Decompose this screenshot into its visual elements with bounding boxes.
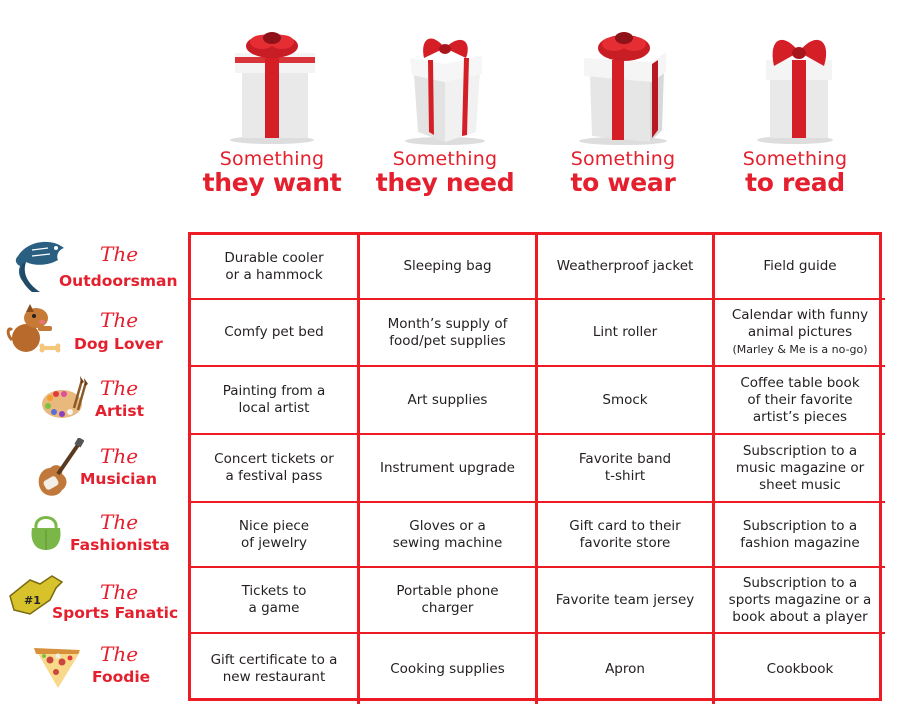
row-prefix: The [100, 444, 139, 468]
table-cell: Gift certificate to a new restaurant [191, 634, 360, 704]
gift-box-bow-tie-icon [405, 38, 485, 145]
row-prefix: The [100, 642, 139, 666]
foam-finger-icon: #1 [9, 575, 64, 615]
table-cell: Art supplies [360, 367, 538, 435]
column-subtitle: Something [219, 148, 325, 170]
gift-box-bow-tie-icon [757, 39, 833, 144]
table-cell: Apron [538, 634, 715, 704]
cell-note: (Marley & Me is a no-go) [732, 343, 868, 356]
row-prefix: The [100, 242, 139, 266]
table-cell: Comfy pet bed [191, 300, 360, 367]
handbag-icon [31, 516, 61, 550]
svg-text:#1: #1 [24, 594, 41, 607]
table-cell: Instrument upgrade [360, 435, 538, 503]
row-prefix: The [100, 376, 139, 400]
column-subtitle: Something [742, 148, 848, 170]
column-header-wear: Something to wear [538, 20, 708, 196]
column-header-want: Something they want [187, 20, 357, 196]
gift-guide-table: Durable cooler or a hammock Sleeping bag… [188, 232, 885, 704]
table-cell: Painting from a local artist [191, 367, 360, 435]
row-title: Foodie [92, 668, 151, 686]
pizza-slice-icon [34, 648, 80, 688]
row-title: Fashionista [70, 536, 170, 554]
paint-palette-icon [42, 376, 88, 418]
fish-icon [15, 241, 64, 292]
table-cell: Month’s supply of food/pet supplies [360, 300, 538, 367]
column-title: to read [745, 168, 845, 197]
table-cell: Cooking supplies [360, 634, 538, 704]
row-title: Outdoorsman [59, 272, 178, 290]
table-cell: Weatherproof jacket [538, 235, 715, 300]
table-cell: Coffee table book of their favorite arti… [715, 367, 885, 435]
dog-icon [6, 304, 61, 353]
table-cell: Favorite team jersey [538, 568, 715, 634]
table-cell: Portable phone charger [360, 568, 538, 634]
row-label-outdoorsman: The Outdoorsman [0, 236, 186, 296]
table-cell: Subscription to a fashion magazine [715, 503, 885, 568]
column-title: they need [375, 168, 515, 197]
row-label-sports-fanatic: #1 The Sports Fanatic [0, 574, 186, 634]
row-title: Musician [80, 470, 157, 488]
row-title: Artist [95, 402, 144, 420]
row-prefix: The [100, 580, 139, 604]
column-header-need: Something they need [360, 20, 530, 196]
table-cell: Sleeping bag [360, 235, 538, 300]
column-subtitle: Something [392, 148, 498, 170]
table-cell: Durable cooler or a hammock [191, 235, 360, 300]
table-cell: Concert tickets or a festival pass [191, 435, 360, 503]
row-label-musician: The Musician [0, 438, 186, 500]
table-cell: Calendar with funny animal pictures (Mar… [715, 300, 885, 367]
column-title: they want [202, 168, 342, 197]
row-label-foodie: The Foodie [0, 640, 186, 700]
table-cell: Tickets to a game [191, 568, 360, 634]
row-title: Sports Fanatic [52, 604, 179, 622]
table-cell: Field guide [715, 235, 885, 300]
table-cell: Gift card to their favorite store [538, 503, 715, 568]
table-cell: Favorite band t-shirt [538, 435, 715, 503]
row-label-dog-lover: The Dog Lover [0, 302, 186, 362]
row-prefix: The [100, 308, 139, 332]
table-cell: Cookbook [766, 660, 834, 677]
table-cell: Lint roller [538, 300, 715, 367]
column-subtitle: Something [570, 148, 676, 170]
row-label-fashionista: The Fashionista [0, 508, 186, 568]
row-prefix: The [100, 510, 139, 534]
gift-box-round-bow-icon [230, 32, 315, 144]
table-cell: Gloves or a sewing machine [360, 503, 538, 568]
row-label-artist: The Artist [0, 372, 186, 432]
table-cell: Subscription to a sports magazine or a b… [715, 568, 885, 634]
electric-guitar-icon [38, 438, 84, 496]
table-cell: Smock [538, 367, 715, 435]
gift-box-round-bow-icon [579, 32, 667, 145]
table-cell: Subscription to a music magazine or shee… [715, 435, 885, 503]
cell-text: Calendar with funny animal pictures [731, 307, 869, 340]
column-title: to wear [570, 168, 676, 197]
table-cell: Nice piece of jewelry [191, 503, 360, 568]
row-title: Dog Lover [74, 335, 163, 353]
column-header-read: Something to read [710, 20, 880, 196]
